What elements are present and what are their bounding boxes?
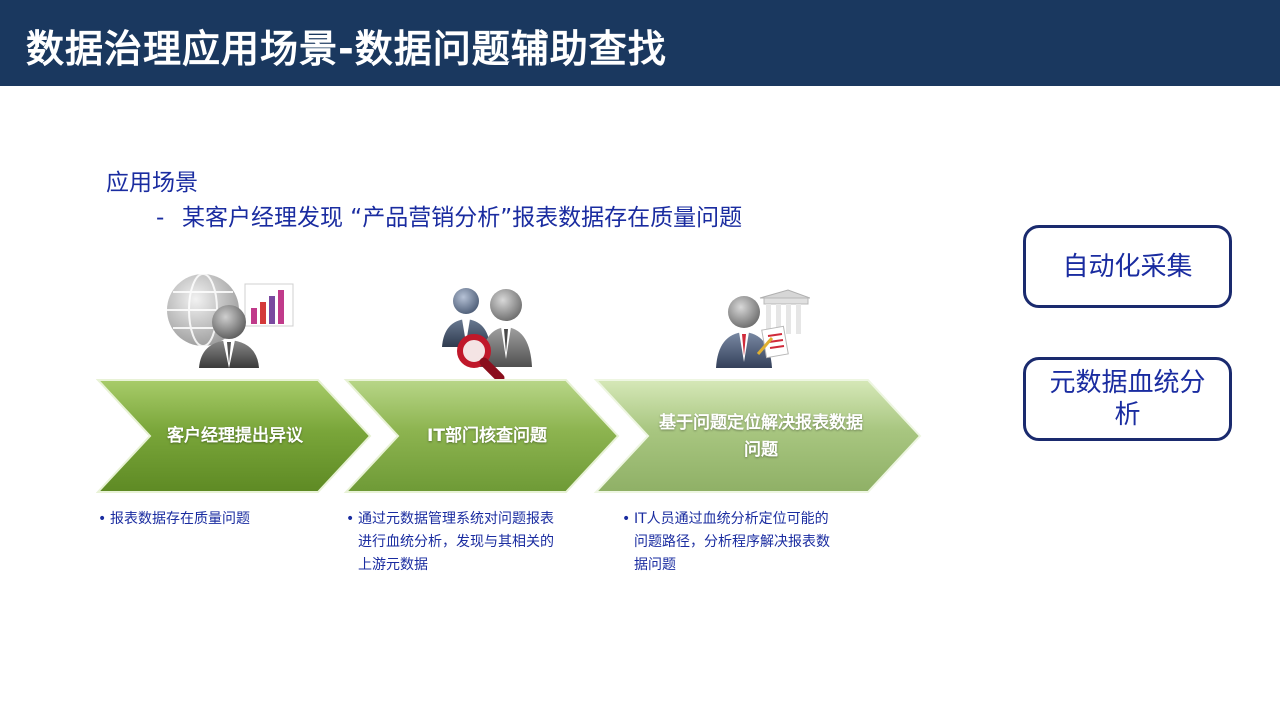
chevron-step-3 [593, 379, 922, 493]
step-3-label: 基于问题定位解决报表数据问题 [659, 413, 863, 460]
analyst-document-icon [716, 289, 810, 368]
step-2-note: • 通过元数据管理系统对问题报表进行血统分析，发现与其相关的上游元数据 [346, 508, 554, 577]
bullet-icon: • [622, 511, 631, 527]
scenario-label: 应用场景 [106, 170, 198, 196]
chevron-step-1 [96, 379, 372, 493]
process-flow [96, 379, 922, 493]
step-2-label: IT部门核查问题 [427, 426, 547, 446]
header-bar: 数据治理应用场景-数据问题辅助查找 [0, 0, 1280, 86]
bullet-icon: • [98, 511, 107, 527]
step-1-label: 客户经理提出异议 [167, 426, 303, 446]
manager-report-icon [167, 273, 294, 368]
auto-collection-box: 自动化采集 [1023, 225, 1232, 308]
lineage-analysis-box: 元数据血统分析 [1023, 357, 1232, 441]
scenario-dash: - [156, 205, 165, 231]
step-2-note-text: 通过元数据管理系统对问题报表进行血统分析，发现与其相关的上游元数据 [358, 511, 554, 573]
scenario-description-line: -某客户经理发现 “产品营销分析”报表数据存在质量问题 [156, 198, 742, 232]
page-title: 数据治理应用场景-数据问题辅助查找 [26, 27, 667, 71]
team-search-icon [442, 288, 532, 383]
chevron-step-2 [343, 379, 620, 493]
scenario-description: 某客户经理发现 “产品营销分析”报表数据存在质量问题 [182, 205, 743, 231]
step-1-note-text: 报表数据存在质量问题 [110, 511, 250, 527]
step-3-note: • IT人员通过血统分析定位可能的问题路径，分析程序解决报表数据问题 [622, 508, 834, 577]
step-3-note-text: IT人员通过血统分析定位可能的问题路径，分析程序解决报表数据问题 [634, 511, 830, 573]
step-1-note: • 报表数据存在质量问题 [98, 508, 310, 531]
bullet-icon: • [346, 511, 355, 527]
